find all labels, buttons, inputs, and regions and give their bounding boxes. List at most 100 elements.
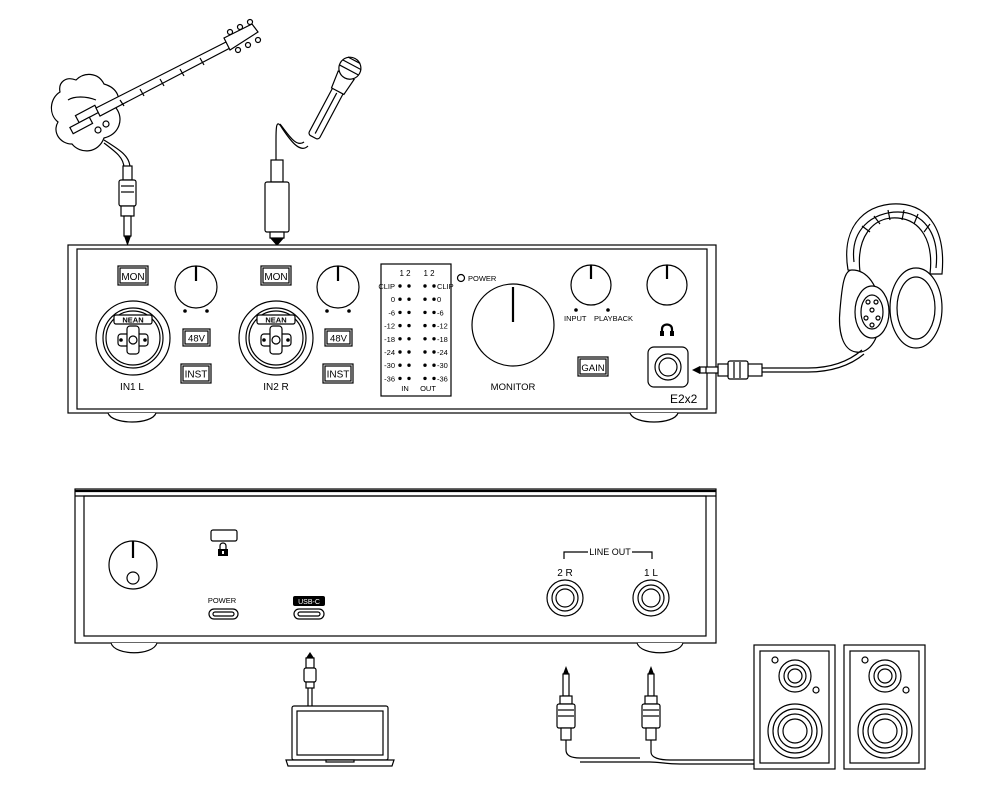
meter-led [398,297,402,301]
monitor-knob[interactable]: MONITOR [471,283,555,393]
meter-led [398,284,402,288]
phantom-48v-button-1[interactable]: 48V [182,328,211,347]
meter-led [423,363,427,367]
meter-led [432,310,436,315]
power-usb-port[interactable]: POWER [208,596,239,620]
power-switch-knob[interactable] [108,540,158,590]
meter-level-label-out: -36 [437,374,448,383]
meter-led [398,337,402,341]
mon-button-1[interactable]: MON [117,265,149,286]
svg-text:USB-C: USB-C [298,599,320,606]
headphone-jack[interactable] [647,346,689,388]
power-led: POWER [456,273,497,283]
meter-led [423,337,427,341]
line-out-plug-right [641,666,661,741]
meter-led [398,363,402,367]
svg-text:NEAN: NEAN [122,316,143,325]
speaker-icon [843,644,926,770]
svg-text:48V: 48V [330,334,348,345]
meter-out-footer: OUT [420,384,436,393]
svg-text:48V: 48V [188,334,206,345]
meter-led [407,323,411,328]
meter-led [432,284,436,288]
meter-level-label-out: CLIP [437,282,454,291]
headphone-level-knob[interactable] [646,264,688,306]
rear-panel [74,488,717,654]
svg-text:LINE OUT: LINE OUT [589,547,631,557]
inst-button-1[interactable]: INST [180,363,212,384]
svg-text:2 R: 2 R [557,568,573,579]
meter-level-label-out: -24 [437,348,448,357]
microphone-icon [308,56,362,140]
line-out-plug-left [556,666,576,741]
line-out-bracket: LINE OUT [563,547,653,559]
combo-jack-1[interactable]: NEAN [95,300,171,376]
meter-level-label-in: CLIP [378,282,395,291]
meter-led [407,310,411,315]
gain-button[interactable]: GAIN [577,356,609,377]
svg-text:1 L: 1 L [644,568,658,579]
svg-text:INPUT: INPUT [564,314,587,323]
guitar-jack-plug-icon [118,165,137,246]
headphones-icon [838,203,944,353]
meter-level-label-in: -18 [384,335,395,344]
meter-level-label-out: -30 [437,361,448,370]
mon-button-2[interactable]: MON [260,265,292,286]
meter-led [423,323,427,328]
phantom-48v-button-2[interactable]: 48V [324,328,353,347]
svg-text:MON: MON [264,272,287,283]
meter-led [407,297,411,301]
inst-button-2[interactable]: INST [322,363,354,384]
svg-text:GAIN: GAIN [581,363,604,374]
meter-led [398,323,402,328]
svg-text:POWER: POWER [208,596,237,605]
meter-led [423,284,427,288]
meter-level-label-out: -18 [437,335,448,344]
meter-led [407,350,411,354]
line-out-2-jack[interactable]: 2 R [546,568,584,617]
meter-level-label-in: -30 [384,361,395,370]
svg-text:MON: MON [121,272,144,283]
input-1-label: IN1 L [120,382,144,393]
meter-out-header: 1 2 [423,269,435,278]
meter-in-header: 1 2 [399,269,411,278]
meter-led [432,350,436,354]
input-playback-knob[interactable]: INPUT PLAYBACK [564,264,633,323]
svg-text:POWER: POWER [468,274,497,283]
model-label: E2x2 [670,392,698,406]
meter-led [432,323,436,328]
usb-c-port[interactable]: USB-C [293,596,325,620]
usb-c-plug-icon [303,652,317,689]
meter-in-footer: IN [401,384,409,393]
speaker-icon [753,644,836,770]
input-2-label: IN2 R [263,382,289,393]
headphone-symbol-icon [660,323,674,336]
svg-text:NEAN: NEAN [265,316,286,325]
xlr-plug-icon [264,159,290,246]
meter-led [423,310,427,315]
headphone-plug-icon [692,360,763,380]
svg-text:INST: INST [327,370,350,381]
meter-level-label-in: 0 [391,295,395,304]
meter-led [423,297,427,301]
combo-jack-2[interactable]: NEAN [238,300,314,376]
line-out-1-jack[interactable]: 1 L [632,568,670,617]
meter-level-label-in: -24 [384,348,395,357]
meter-led [423,350,427,354]
gain-knob-2[interactable] [316,265,360,313]
meter-level-label-out: -6 [437,308,444,317]
meter-led [407,284,411,288]
meter-level-label-in: -6 [388,308,395,317]
meter-led [398,376,402,381]
meter-level-label-out: 0 [437,295,441,304]
gain-knob-1[interactable] [174,265,218,313]
svg-text:MONITOR: MONITOR [491,382,536,393]
meter-led [423,376,427,381]
meter-led [432,363,436,367]
meter-led [432,297,436,301]
lock-icon [218,542,228,556]
meter-led [432,376,436,381]
meter-level-label-in: -12 [384,322,395,331]
